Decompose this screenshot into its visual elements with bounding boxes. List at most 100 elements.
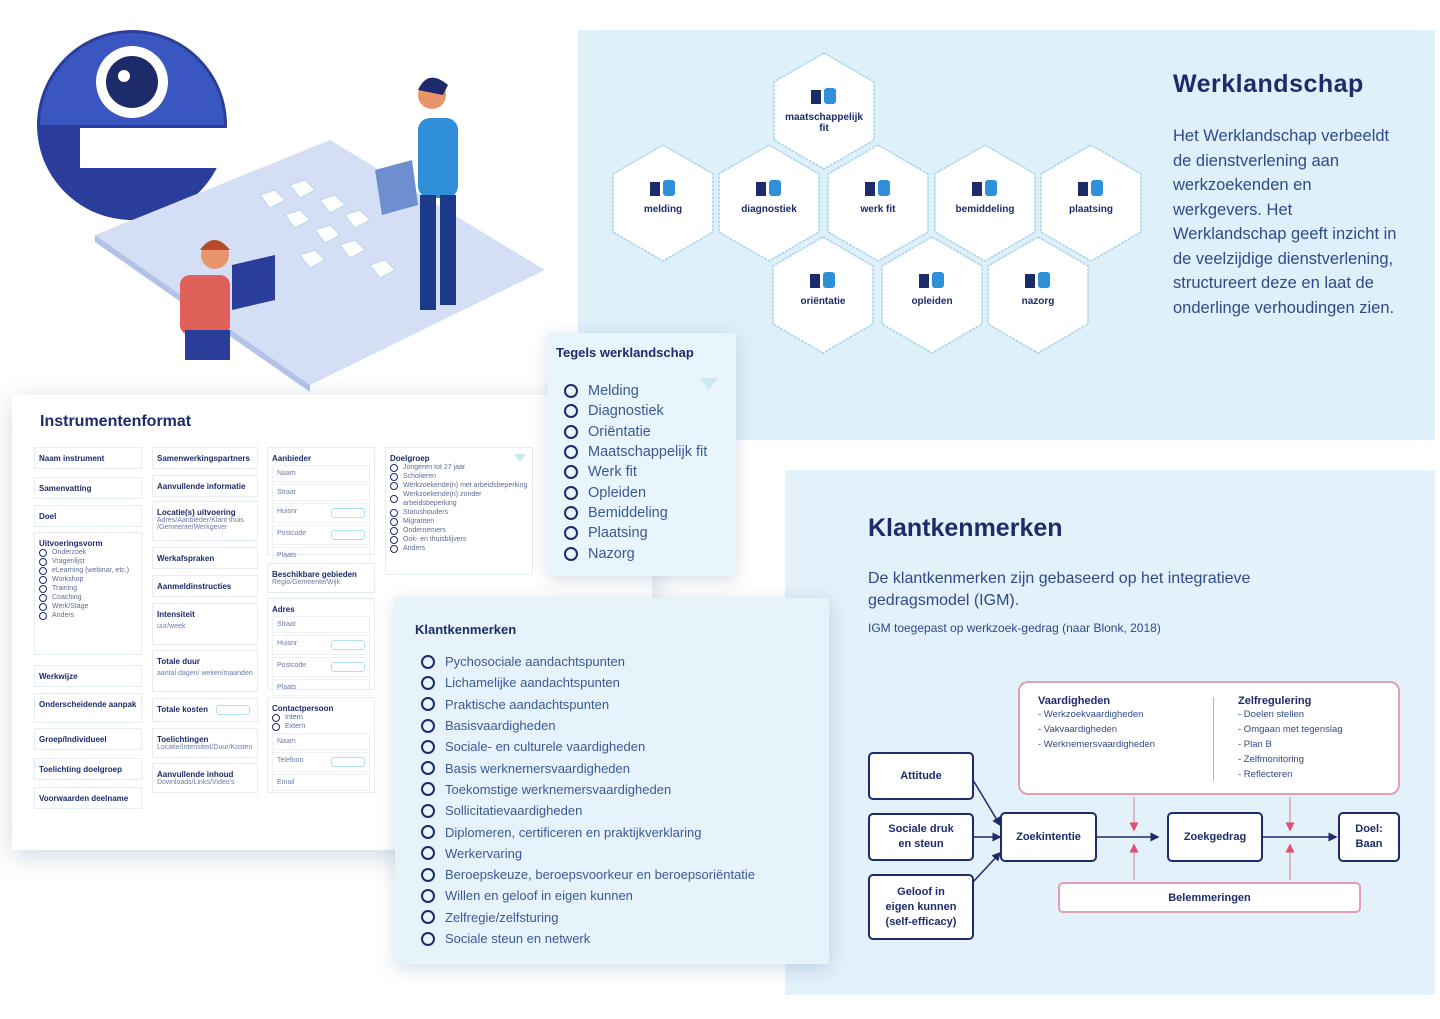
radio-option[interactable]: Oriëntatie (564, 422, 707, 442)
filter-icon[interactable] (700, 378, 718, 390)
mini-input[interactable] (331, 508, 365, 518)
checkbox-option[interactable]: Onderzoek (39, 548, 137, 557)
radio-option[interactable]: Sociale steun en netwerk (421, 928, 755, 949)
sub-field[interactable]: Postcode (272, 525, 370, 545)
checkbox-option[interactable]: Anders (39, 611, 137, 620)
aanmeldinstructies-field[interactable]: Aanmeldinstructies (152, 575, 258, 597)
radio-option[interactable]: Praktische aandachtspunten (421, 694, 755, 715)
mini-input[interactable] (331, 640, 365, 650)
samenwerkingspartners-field[interactable]: Samenwerkingspartners (152, 447, 258, 469)
radio-option[interactable]: Maatschappelijk fit (564, 442, 707, 462)
radio-button[interactable] (421, 718, 435, 733)
naam-field[interactable]: Naam instrument (34, 447, 142, 469)
sub-field[interactable]: Huisnr (272, 635, 370, 655)
sub-field[interactable]: Straat (272, 616, 370, 633)
hex-tile[interactable]: bemiddeling (934, 144, 1036, 262)
radio-option[interactable]: Nazorg (564, 543, 707, 563)
checkbox-option[interactable]: Werk/Stage (39, 602, 137, 611)
radio-button[interactable] (564, 424, 578, 439)
checkbox-option[interactable]: Ook- en thuisblijvers (390, 535, 528, 544)
doel-field[interactable]: Doel (34, 505, 142, 527)
sub-field[interactable]: Plaats (272, 547, 370, 564)
checkbox-option[interactable]: Ondernemers (390, 526, 528, 535)
radio-button[interactable] (564, 404, 578, 419)
radio-option[interactable]: Werk fit (564, 462, 707, 482)
radio-option[interactable]: Plaatsing (564, 523, 707, 543)
hex-tile[interactable]: werk fit (827, 144, 929, 262)
radio-option[interactable]: Pychosociale aandachtspunten (421, 651, 755, 672)
radio-option[interactable]: Zelfregie/zelfsturing (421, 907, 755, 928)
radio-button[interactable] (421, 654, 435, 669)
radio-option[interactable]: Basisvaardigheden (421, 715, 755, 736)
checkbox-option[interactable]: Scholieren (390, 472, 528, 481)
checkbox-option[interactable]: Training (39, 584, 137, 593)
radio-option[interactable]: Diagnostiek (564, 401, 707, 421)
hex-tile[interactable]: plaatsing (1040, 144, 1142, 262)
toelichting-doelgroep-field[interactable]: Toelichting doelgroep (34, 758, 142, 780)
radio-button[interactable] (421, 782, 435, 797)
radio-button[interactable] (564, 546, 578, 561)
radio-option[interactable]: Sollicitatievaardigheden (421, 800, 755, 821)
mini-input[interactable] (331, 530, 365, 540)
werkwijze-field[interactable]: Werkwijze (34, 665, 142, 687)
radio-button[interactable] (564, 526, 578, 541)
checkbox-option[interactable]: Intern (272, 713, 370, 722)
sub-field[interactable]: Email (272, 774, 370, 791)
sub-field[interactable]: Telefoon (272, 752, 370, 772)
sub-field[interactable]: Plaats (272, 679, 370, 696)
radio-button[interactable] (421, 931, 435, 946)
checkbox-option[interactable]: Anders (390, 544, 528, 553)
radio-option[interactable]: Werkervaring (421, 843, 755, 864)
kosten-input[interactable] (215, 705, 250, 715)
checkbox-option[interactable]: Statushouders (390, 508, 528, 517)
voorwaarden-field[interactable]: Voorwaarden deelname (34, 787, 142, 809)
checkbox-option[interactable]: Coaching (39, 593, 137, 602)
radio-button[interactable] (564, 505, 578, 520)
samenvatting-field[interactable]: Samenvatting (34, 477, 142, 499)
radio-button[interactable] (421, 888, 435, 903)
radio-button[interactable] (421, 846, 435, 861)
sub-field[interactable]: Postcode (272, 657, 370, 677)
radio-option[interactable]: Opleiden (564, 482, 707, 502)
mini-input[interactable] (331, 757, 365, 767)
aanvullende-informatie-field[interactable]: Aanvullende informatie (152, 475, 258, 497)
radio-option[interactable]: Lichamelijke aandachtspunten (421, 672, 755, 693)
radio-button[interactable] (564, 384, 578, 399)
radio-button[interactable] (421, 675, 435, 690)
radio-option[interactable]: Diplomeren, certificeren en praktijkverk… (421, 821, 755, 842)
totale-kosten-field[interactable]: Totale kosten (152, 698, 258, 722)
mini-input[interactable] (331, 662, 365, 672)
radio-button[interactable] (421, 761, 435, 776)
radio-button[interactable] (421, 825, 435, 840)
sub-field[interactable]: Straat (272, 484, 370, 501)
sub-field[interactable]: Huisnr (272, 503, 370, 523)
checkbox-option[interactable]: Werkzoekende(n) zonder arbeidsbeperking (390, 490, 528, 508)
checkbox-option[interactable]: Extern (272, 722, 370, 731)
radio-button[interactable] (564, 445, 578, 460)
radio-option[interactable]: Willen en geloof in eigen kunnen (421, 885, 755, 906)
radio-option[interactable]: Sociale- en culturele vaardigheden (421, 736, 755, 757)
checkbox-option[interactable]: Workshop (39, 575, 137, 584)
radio-option[interactable]: Melding (564, 381, 707, 401)
radio-button[interactable] (564, 485, 578, 500)
sub-field[interactable]: Naam (272, 733, 370, 750)
radio-button[interactable] (421, 697, 435, 712)
hex-tile[interactable]: diagnostiek (718, 144, 820, 262)
radio-button[interactable] (421, 910, 435, 925)
checkbox-option[interactable]: Migranten (390, 517, 528, 526)
hex-tile[interactable]: oriëntatie (772, 236, 874, 354)
checkbox-option[interactable]: Vragenlijst (39, 557, 137, 566)
radio-option[interactable]: Bemiddeling (564, 503, 707, 523)
radio-button[interactable] (421, 803, 435, 818)
